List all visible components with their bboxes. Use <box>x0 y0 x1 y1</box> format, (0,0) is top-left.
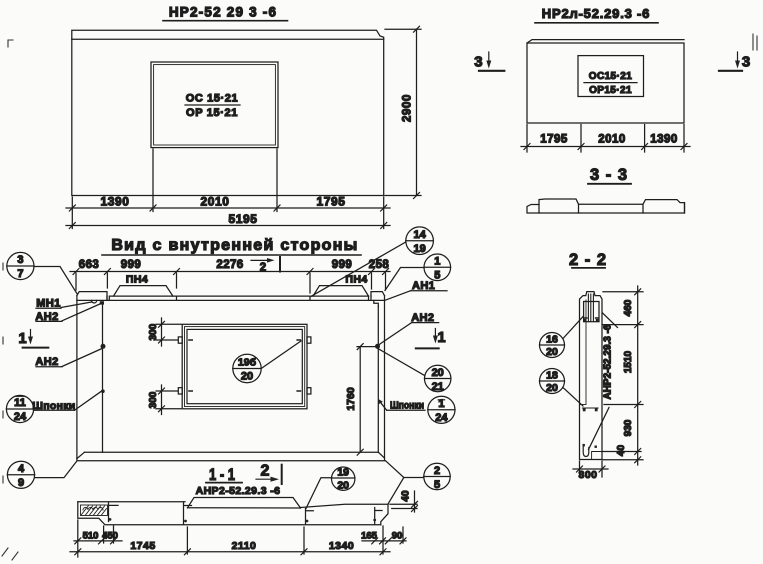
svg-text:2276: 2276 <box>216 259 243 271</box>
svg-text:2: 2 <box>434 465 440 477</box>
svg-text:14: 14 <box>413 229 426 241</box>
svg-text:20: 20 <box>546 346 558 358</box>
svg-text:300: 300 <box>148 323 159 340</box>
svg-text:АН2: АН2 <box>35 311 58 323</box>
svg-text:20: 20 <box>241 371 253 383</box>
svg-text:ОС15·21: ОС15·21 <box>589 71 632 82</box>
svg-text:930: 930 <box>623 419 634 436</box>
svg-text:АНР2-52.29.3 -6: АНР2-52.29.3 -6 <box>196 485 281 497</box>
svg-text:АН1: АН1 <box>412 280 435 292</box>
svg-text:Вид с внутренней стороны: Вид с внутренней стороны <box>111 237 358 254</box>
svg-text:ОС 15·21: ОС 15·21 <box>186 93 239 105</box>
svg-text:5195: 5195 <box>228 212 257 226</box>
svg-text:19: 19 <box>413 243 425 255</box>
svg-text:АН2: АН2 <box>411 312 434 324</box>
svg-text:2900: 2900 <box>402 94 414 122</box>
svg-text:ПН4: ПН4 <box>345 274 367 286</box>
svg-text:1390: 1390 <box>650 134 678 146</box>
svg-text:21: 21 <box>432 381 444 393</box>
svg-text:НР2-52 29 3 -6: НР2-52 29 3 -6 <box>169 5 277 20</box>
svg-text:АНР2-52.29.3 -6: АНР2-52.29.3 -6 <box>603 324 614 399</box>
svg-text:4: 4 <box>18 463 25 475</box>
svg-text:20: 20 <box>337 480 349 492</box>
svg-text:ПН4: ПН4 <box>126 274 148 286</box>
svg-text:2010: 2010 <box>200 195 229 209</box>
svg-text:11: 11 <box>14 397 26 409</box>
svg-text:1510: 1510 <box>623 350 634 373</box>
svg-text:МН1: МН1 <box>36 298 60 310</box>
svg-text:2010: 2010 <box>598 134 626 146</box>
svg-text:2: 2 <box>260 262 266 274</box>
svg-text:3: 3 <box>742 54 750 71</box>
svg-text:300: 300 <box>578 469 597 481</box>
svg-text:3: 3 <box>17 254 23 266</box>
svg-text:1745: 1745 <box>130 540 155 552</box>
svg-text:3: 3 <box>474 54 482 71</box>
svg-text:7: 7 <box>17 268 23 280</box>
svg-text:2110: 2110 <box>232 540 257 552</box>
svg-text:3 - 3: 3 - 3 <box>590 166 628 184</box>
svg-text:19: 19 <box>337 467 349 479</box>
svg-text:ОР 15·21: ОР 15·21 <box>186 107 238 119</box>
svg-text:20: 20 <box>546 382 558 394</box>
svg-text:24: 24 <box>435 412 448 424</box>
svg-text:510: 510 <box>83 531 99 542</box>
svg-text:460: 460 <box>623 299 634 316</box>
svg-text:2 - 2: 2 - 2 <box>569 251 607 269</box>
svg-text:40: 40 <box>401 490 412 502</box>
svg-text:1760: 1760 <box>345 387 357 411</box>
svg-text:1795: 1795 <box>540 134 568 146</box>
svg-text:Шпонки: Шпонки <box>32 400 75 412</box>
svg-text:999: 999 <box>332 259 352 271</box>
svg-text:165: 165 <box>361 530 378 541</box>
svg-text:5: 5 <box>434 479 440 491</box>
svg-text:40: 40 <box>616 445 627 457</box>
svg-text:663: 663 <box>79 259 99 271</box>
svg-text:НР2л-52.29.3 -6: НР2л-52.29.3 -6 <box>542 6 650 21</box>
svg-text:1: 1 <box>438 398 444 410</box>
svg-text:1: 1 <box>437 330 445 346</box>
svg-text:20: 20 <box>432 367 444 379</box>
svg-text:18: 18 <box>546 370 558 382</box>
svg-text:АН2: АН2 <box>35 356 58 368</box>
svg-text:1390: 1390 <box>100 195 129 209</box>
svg-text:19б: 19б <box>238 357 257 369</box>
svg-text:300: 300 <box>148 391 159 408</box>
svg-text:5: 5 <box>434 270 440 282</box>
svg-text:ОР15·21: ОР15·21 <box>589 85 632 96</box>
svg-text:90: 90 <box>392 530 403 541</box>
svg-text:9: 9 <box>18 477 24 489</box>
svg-text:1: 1 <box>18 331 26 347</box>
svg-text:1: 1 <box>434 256 440 268</box>
svg-text:16: 16 <box>546 334 558 346</box>
svg-text:1340: 1340 <box>329 540 354 552</box>
svg-text:258: 258 <box>369 259 390 271</box>
svg-text:2: 2 <box>261 463 270 480</box>
svg-text:1 - 1: 1 - 1 <box>209 466 235 484</box>
svg-text:24: 24 <box>14 411 27 423</box>
svg-text:450: 450 <box>102 531 118 542</box>
svg-text:1795: 1795 <box>316 195 345 209</box>
svg-text:Шпонки: Шпонки <box>390 400 424 412</box>
svg-text:999: 999 <box>121 259 141 271</box>
